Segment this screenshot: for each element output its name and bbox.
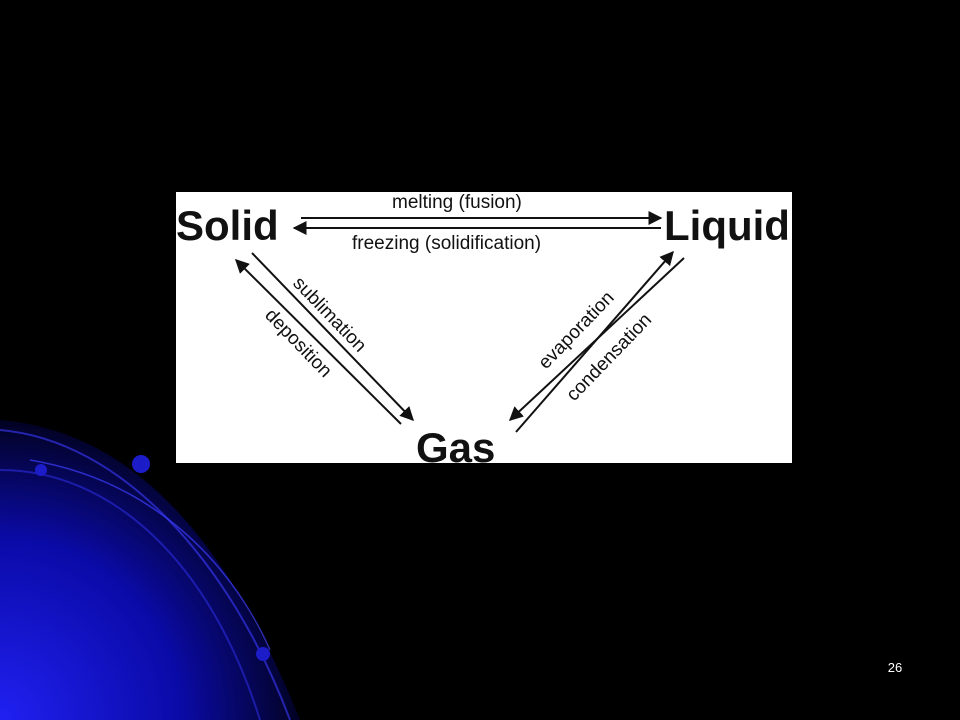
liquid-label: Liquid xyxy=(664,202,790,249)
evaporation-arrow xyxy=(515,250,674,433)
deposition-arrow xyxy=(235,259,402,425)
melting-label: melting (fusion) xyxy=(392,192,522,213)
sublimation-arrow xyxy=(251,252,414,422)
decor-dot xyxy=(35,464,47,476)
decor-dot xyxy=(132,455,150,473)
freezing-label: freezing (solidification) xyxy=(352,233,541,254)
decor-dot xyxy=(256,647,270,661)
solid-label: Solid xyxy=(176,202,279,249)
phase-change-diagram: Solid Liquid Gas melting (fusion) freezi… xyxy=(176,192,792,463)
slide-number: 26 xyxy=(887,660,903,675)
gas-label: Gas xyxy=(416,424,495,463)
